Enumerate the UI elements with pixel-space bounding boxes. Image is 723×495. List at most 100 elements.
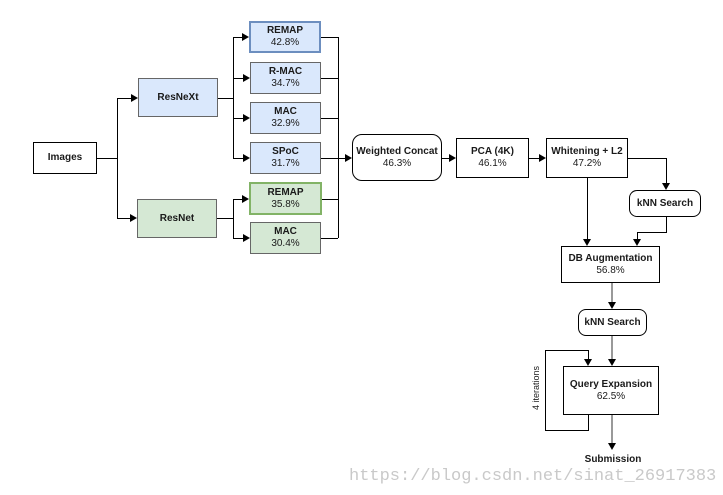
connector-line xyxy=(666,158,667,183)
connector-line xyxy=(97,158,117,159)
connector-line xyxy=(233,199,243,200)
connector-line xyxy=(628,158,666,159)
node-db-augmentation-label: DB Augmentation xyxy=(568,252,653,264)
arrowhead-down-icon xyxy=(583,239,591,246)
arrowhead-right-icon xyxy=(243,154,250,162)
node-weighted-concat: Weighted Concat 46.3% xyxy=(352,134,442,181)
node-remap-resnext-label: REMAP xyxy=(266,25,304,36)
connector-line xyxy=(322,199,338,200)
node-pca: PCA (4K) 46.1% xyxy=(456,138,529,178)
node-spoc-resnext: SPoC 31.7% xyxy=(250,142,321,174)
node-weighted-concat-label: Weighted Concat xyxy=(356,145,438,157)
node-images: Images xyxy=(33,142,97,174)
arrowhead-right-icon xyxy=(243,234,250,242)
node-rmac-resnext-label: R-MAC xyxy=(268,66,303,77)
connector-line xyxy=(442,158,450,159)
connector-line xyxy=(321,37,338,38)
node-weighted-concat-value: 46.3% xyxy=(382,157,412,169)
connector-line xyxy=(338,37,339,238)
connector-line xyxy=(233,199,234,238)
watermark-text: https://blog.csdn.net/sinat_26917383 xyxy=(349,467,717,486)
arrowhead-down-icon xyxy=(608,359,616,366)
connector-line xyxy=(588,350,589,359)
arrowhead-right-icon xyxy=(243,74,250,82)
node-resnext: ResNeXt xyxy=(138,78,218,117)
node-spoc-resnext-label: SPoC xyxy=(272,146,299,157)
connector-line xyxy=(338,158,346,159)
node-query-expansion: Query Expansion 62.5% xyxy=(563,366,659,415)
connector-line xyxy=(611,415,613,443)
connector-line xyxy=(587,178,588,239)
node-images-label: Images xyxy=(47,152,83,163)
node-knn-search-2: kNN Search xyxy=(578,309,647,336)
connector-line xyxy=(233,118,244,119)
node-resnext-label: ResNeXt xyxy=(157,91,199,103)
arrowhead-right-icon xyxy=(242,195,249,203)
arrowhead-right-icon xyxy=(131,94,138,102)
connector-line xyxy=(545,430,589,431)
connector-line xyxy=(545,350,546,431)
connector-line xyxy=(218,98,233,99)
node-resnet-label: ResNet xyxy=(159,212,195,224)
node-mac-resnet-value: 30.4% xyxy=(271,238,300,249)
connector-line xyxy=(217,218,233,219)
connector-line xyxy=(545,350,589,351)
node-mac-resnext-label: MAC xyxy=(274,106,297,117)
node-mac-resnext: MAC 32.9% xyxy=(250,102,321,134)
node-rmac-resnext-value: 34.7% xyxy=(271,78,300,89)
arrowhead-right-icon xyxy=(345,154,352,162)
arrowhead-down-icon xyxy=(608,443,616,450)
connector-line xyxy=(637,232,667,233)
arrowhead-right-icon xyxy=(539,154,546,162)
connector-line xyxy=(233,78,244,79)
node-query-expansion-value: 62.5% xyxy=(596,390,626,402)
node-spoc-resnext-value: 31.7% xyxy=(271,158,300,169)
connector-line xyxy=(233,37,243,38)
connector-line xyxy=(611,283,613,303)
node-pca-value: 46.1% xyxy=(478,158,507,169)
node-mac-resnext-value: 32.9% xyxy=(271,118,300,129)
node-remap-resnet-label: REMAP xyxy=(267,186,304,198)
node-mac-resnet-label: MAC xyxy=(274,226,297,237)
node-remap-resnext: REMAP 42.8% xyxy=(249,21,321,53)
arrowhead-down-icon xyxy=(584,359,592,366)
arrowhead-down-icon xyxy=(608,302,616,309)
node-rmac-resnext: R-MAC 34.7% xyxy=(250,62,321,94)
loop-iterations-label: 4 iterations xyxy=(531,365,541,411)
arrowhead-down-icon xyxy=(662,183,670,190)
connector-line xyxy=(321,158,338,159)
connector-line xyxy=(233,158,244,159)
submission-label: Submission xyxy=(584,454,642,465)
connector-line xyxy=(233,37,234,158)
connector-line xyxy=(588,415,589,430)
node-knn-search-2-label: kNN Search xyxy=(584,316,641,328)
connector-line xyxy=(637,232,638,239)
node-knn-search-1: kNN Search xyxy=(629,190,701,217)
node-resnet: ResNet xyxy=(137,199,217,238)
connector-line xyxy=(117,98,118,218)
node-remap-resnet-value: 35.8% xyxy=(271,198,300,210)
connector-line xyxy=(321,118,338,119)
connector-line xyxy=(529,158,539,159)
connector-line xyxy=(321,78,338,79)
connector-line xyxy=(611,336,613,359)
node-whitening-value: 47.2% xyxy=(572,158,602,169)
node-knn-search-1-label: kNN Search xyxy=(636,197,694,209)
arrowhead-right-icon xyxy=(449,154,456,162)
node-db-augmentation-value: 56.8% xyxy=(596,264,625,276)
arrowhead-right-icon xyxy=(242,33,249,41)
arrowhead-down-icon xyxy=(633,239,641,246)
connector-line xyxy=(117,218,132,219)
connector-line xyxy=(321,238,338,239)
arrowhead-right-icon xyxy=(130,214,137,222)
connector-line xyxy=(117,98,133,99)
node-mac-resnet: MAC 30.4% xyxy=(250,222,321,254)
node-remap-resnet: REMAP 35.8% xyxy=(249,182,322,215)
node-pca-label: PCA (4K) xyxy=(471,146,514,157)
node-whitening-label: Whitening + L2 xyxy=(551,146,623,157)
arrowhead-right-icon xyxy=(243,114,250,122)
connector-line xyxy=(666,217,667,232)
node-query-expansion-label: Query Expansion xyxy=(569,378,653,390)
node-whitening: Whitening + L2 47.2% xyxy=(546,138,628,178)
